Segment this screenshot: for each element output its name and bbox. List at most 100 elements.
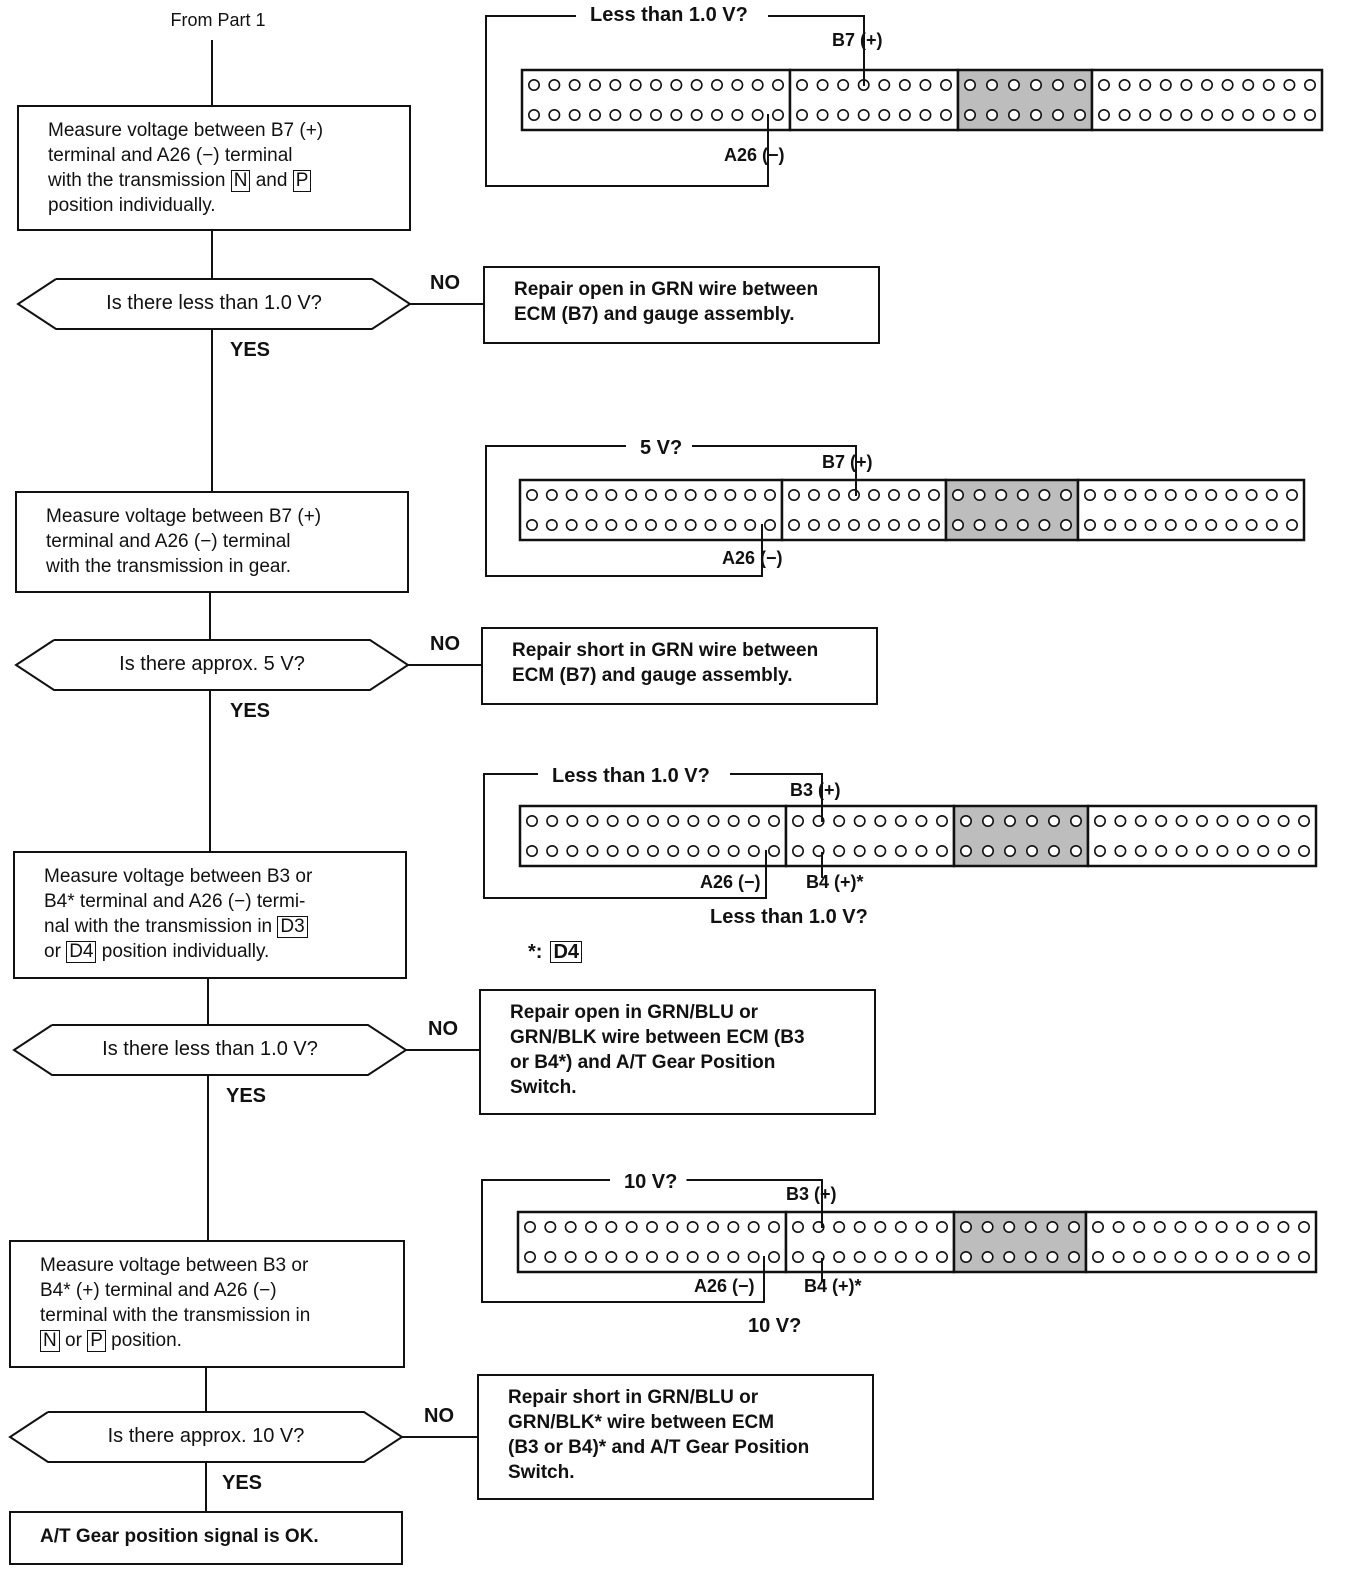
connector-section — [784, 1210, 956, 1274]
pin-hole — [690, 109, 703, 122]
measure-line: or D4 position individually. — [44, 939, 376, 964]
pin-hole — [584, 1221, 597, 1234]
measure-line: B4* (+) terminal and A26 (−) — [40, 1278, 374, 1303]
pin-hole — [1257, 844, 1270, 857]
pin-hole — [605, 1221, 618, 1234]
pin-hole — [816, 79, 829, 92]
pin-hole — [939, 109, 952, 122]
footnote-gear-box: D4 — [550, 941, 583, 963]
meter-reading-text: 5 V? — [640, 437, 683, 459]
connector-shaded-section — [952, 804, 1090, 868]
pin-hole — [727, 1251, 740, 1264]
pin-hole — [1196, 814, 1209, 827]
pin-hole — [1118, 109, 1131, 122]
pin-hole — [1298, 1251, 1311, 1264]
pin-hole — [1139, 109, 1152, 122]
pin-hole — [1155, 814, 1168, 827]
measure-line: terminal with the transmission in — [40, 1303, 374, 1328]
pin-hole — [1144, 488, 1157, 501]
plus-pin-text: B7 (+) — [832, 30, 883, 50]
footnote-mark: *: — [528, 941, 543, 963]
pin-hole — [1092, 1221, 1105, 1234]
pin-hole — [767, 844, 780, 857]
pin-hole — [771, 79, 784, 92]
decision-question-text: Is there approx. 10 V? — [107, 1425, 305, 1447]
pin-hole — [791, 844, 804, 857]
pin-hole — [568, 109, 581, 122]
pin-hole — [791, 814, 804, 827]
yes-label: YES — [230, 339, 270, 362]
pin-hole — [1236, 844, 1249, 857]
pin-hole — [710, 109, 723, 122]
pin-hole — [649, 79, 662, 92]
measure-line: B4* terminal and A26 (−) termi- — [44, 889, 376, 914]
pin-hole — [1245, 518, 1258, 531]
end-label-text: A/T Gear position signal is OK. — [40, 1526, 319, 1547]
pin-hole — [927, 518, 940, 531]
shaded-pin-hole — [1003, 844, 1016, 857]
shaded-pin-hole — [959, 1221, 972, 1234]
repair-line: Repair short in GRN wire between — [512, 640, 819, 661]
meter-reading-text: 10 V? — [624, 1171, 678, 1193]
meter-reading-text: Less than 1.0 V? — [552, 765, 710, 787]
shaded-pin-hole — [995, 488, 1008, 501]
pin-hole — [894, 844, 907, 857]
pin-hole — [833, 1221, 846, 1234]
pin-hole — [878, 79, 891, 92]
alt-meter-text: 10 V? — [748, 1315, 802, 1337]
pin-hole — [1265, 518, 1278, 531]
measure-line: with the transmission N and P — [48, 168, 380, 193]
pin-hole — [548, 109, 561, 122]
text-fragment: terminal and A26 (−) terminal — [46, 531, 291, 552]
yes-label-text: YES — [230, 700, 271, 722]
pin-hole — [1216, 844, 1229, 857]
shaded-pin-hole — [1007, 109, 1020, 122]
pin-hole — [710, 79, 723, 92]
pin-hole — [1236, 1251, 1249, 1264]
shaded-pin-hole — [959, 814, 972, 827]
meter-reading-label: 10 V? — [624, 1170, 677, 1194]
pin-hole — [1164, 518, 1177, 531]
pin-hole — [816, 109, 829, 122]
pin-hole — [1221, 79, 1234, 92]
meter-reading-text: Less than 1.0 V? — [590, 4, 748, 26]
pin-hole — [1114, 844, 1127, 857]
pin-hole — [807, 518, 820, 531]
pin-hole — [915, 1221, 928, 1234]
repair-line: Switch. — [508, 1462, 575, 1483]
pin-hole — [751, 79, 764, 92]
pin-hole — [1144, 518, 1157, 531]
pin-hole — [564, 1251, 577, 1264]
shaded-pin-hole — [981, 1221, 994, 1234]
decision-question: Is there less than 1.0 V? — [48, 290, 380, 316]
shaded-pin-hole — [1068, 1251, 1081, 1264]
pin-hole — [525, 518, 538, 531]
pin-hole — [626, 814, 639, 827]
measure-step-text: Measure voltage between B7 (+)terminal a… — [18, 106, 410, 230]
shaded-pin-hole — [1030, 109, 1043, 122]
pin-hole — [704, 518, 717, 531]
repair-line: Repair short in GRN/BLU or — [508, 1387, 759, 1408]
text-fragment: nal with the transmission in — [44, 916, 278, 937]
meter-probe-lead — [481, 1179, 765, 1303]
yes-label: YES — [230, 700, 270, 723]
shaded-pin-hole — [951, 518, 964, 531]
pin-hole — [1094, 814, 1107, 827]
measure-line: Measure voltage between B3 or — [40, 1253, 374, 1278]
connector-shaded-section — [952, 1210, 1088, 1274]
pin-hole — [1262, 79, 1275, 92]
repair-line: Repair open in GRN/BLU or — [510, 1002, 759, 1023]
pin-hole — [744, 488, 757, 501]
pin-hole — [1098, 109, 1111, 122]
plus-pin-label: B7 (+) — [832, 30, 883, 51]
pin-hole — [1084, 488, 1097, 501]
measure-line: with the transmission in gear. — [46, 554, 378, 579]
start-label-text: From Part 1 — [170, 10, 266, 30]
pin-hole — [874, 1251, 887, 1264]
pin-hole — [744, 518, 757, 531]
footnote: *: D4 — [528, 940, 583, 964]
connector-shaded-section — [944, 478, 1080, 542]
